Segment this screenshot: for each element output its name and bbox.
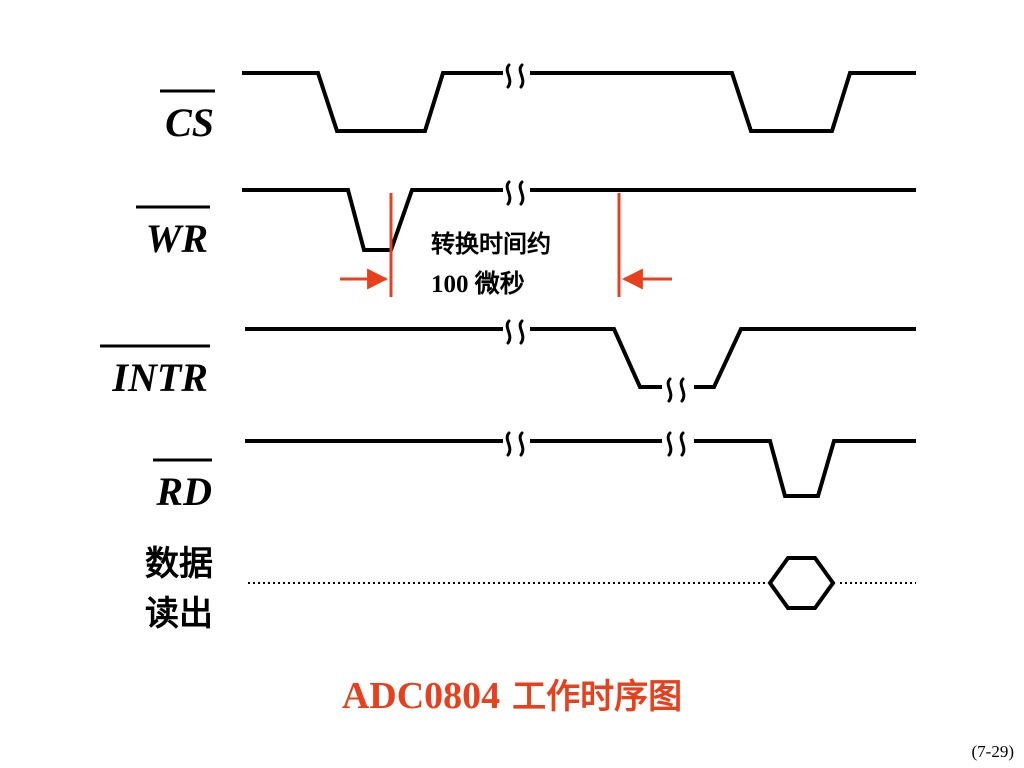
data-valid-hexagon [767, 556, 836, 610]
data-label-line1: 数据 [145, 544, 213, 584]
rd-break-mark-2 [666, 431, 686, 457]
diagram-title: ADC0804 工作时序图 [342, 675, 682, 717]
wr-break-mark [505, 180, 525, 206]
rd-label: RD [153, 458, 212, 514]
conversion-time-marker [340, 193, 672, 297]
wr-waveform [242, 180, 916, 252]
data-output-waveform [248, 556, 916, 610]
intr-label: INTR [100, 344, 210, 400]
intr-break-mark-2 [666, 377, 686, 403]
data-label-line2: 读出 [145, 594, 213, 634]
title-latin: ADC0804 [342, 675, 500, 717]
wr-label-text: WR [146, 216, 208, 261]
intr-label-text: INTR [111, 355, 208, 400]
title-cjk: 工作时序图 [512, 677, 682, 717]
cs-waveform [242, 63, 916, 133]
conversion-time-label: 转换时间约 [431, 230, 551, 258]
rd-waveform [245, 431, 916, 498]
cs-label-text: CS [165, 100, 214, 145]
page-number: (7-29) [972, 742, 1014, 761]
rd-label-text: RD [155, 469, 212, 514]
cs-break-mark [505, 63, 525, 89]
rd-break-mark-1 [505, 431, 525, 457]
cs-label: CS [160, 89, 215, 145]
intr-break-mark-1 [505, 319, 525, 345]
intr-waveform [245, 319, 916, 403]
wr-label: WR [136, 205, 210, 261]
conversion-time-value: 100 微秒 [431, 270, 525, 298]
